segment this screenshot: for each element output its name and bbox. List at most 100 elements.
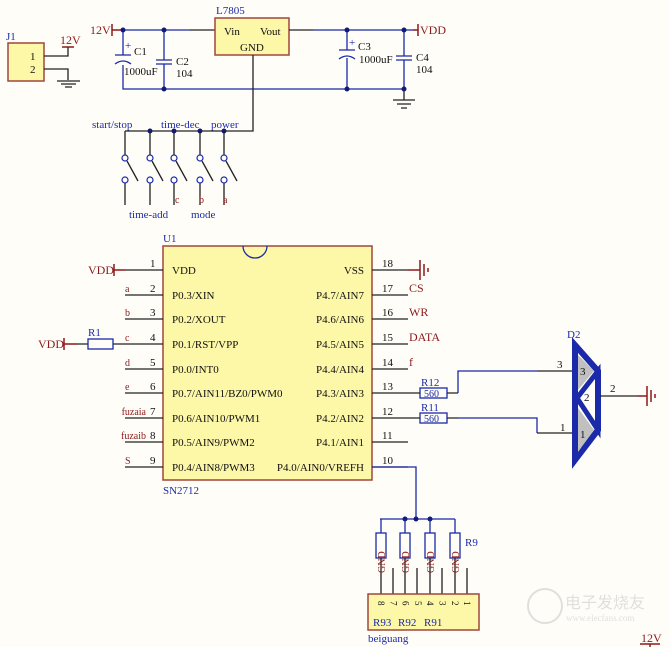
u1-net-label: CS — [409, 281, 424, 295]
label-r92: R92 — [398, 617, 416, 629]
svg-text:www.elecfans.com: www.elecfans.com — [566, 613, 634, 623]
c4-value: 104 — [416, 64, 433, 76]
power-supply: 12V L7805 Vin Vout GND VDD + C1 1000uF C… — [90, 5, 446, 109]
u1-ref: U1 — [163, 233, 176, 245]
ground-icon — [57, 80, 80, 88]
u1-pin-number: 6 — [150, 381, 156, 393]
label-start-stop: start/stop — [92, 119, 133, 131]
u1-pin-number: 13 — [382, 381, 394, 393]
connector-beiguang-ref: beiguang — [368, 633, 409, 645]
net-vdd-r1: VDD — [38, 337, 64, 351]
u1-pin-name: P4.3/AIN3 — [316, 388, 364, 400]
d2-pin-3: 3 — [557, 359, 563, 371]
gnd-label: GND — [377, 551, 388, 573]
u1-pin-name: VSS — [344, 265, 364, 277]
u1-pin-number: 18 — [382, 258, 394, 270]
label-time-add: time-add — [129, 209, 169, 221]
c2-ref: C2 — [176, 56, 189, 68]
u1-pin-number: 15 — [382, 332, 394, 344]
d2-segment-2: 2 — [584, 392, 590, 404]
u1-net-label: e — [125, 382, 130, 393]
u1-net-label: f — [409, 355, 413, 369]
d2-ref: D2 — [567, 329, 580, 341]
u1-pin-number: 16 — [382, 307, 394, 319]
j1-ref: J1 — [6, 31, 16, 43]
label-r93: R93 — [373, 617, 392, 629]
u1-pin-name: P0.7/AIN11/BZ0/PWM0 — [172, 388, 283, 400]
u1-pin-name: P4.5/AIN5 — [316, 339, 364, 351]
gnd-label: GND — [451, 551, 462, 573]
net-a: a — [223, 195, 228, 206]
u1-net-label: fuzaib — [121, 431, 146, 442]
u1-pin-number: 4 — [150, 332, 156, 344]
u1-net-label: c — [125, 333, 130, 344]
u1-pin-number: 11 — [382, 430, 393, 442]
push-switch — [146, 131, 164, 205]
led-d2-circuit: R12 560 R11 560 3 1 D2 3 2 1 2 — [408, 329, 656, 469]
connector-j1: J1 1 2 12V — [6, 31, 81, 88]
regulator-gnd: GND — [240, 42, 264, 54]
watermark-logo: 电子发烧友 www.elecfans.com — [527, 588, 645, 624]
u1-pin-name: P4.4/AIN4 — [316, 364, 364, 376]
regulator-l7805 — [214, 17, 290, 56]
c3-polarity: + — [349, 37, 355, 49]
d2-pin-1: 1 — [560, 422, 566, 434]
j1-pin-2: 2 — [30, 64, 36, 76]
u1-pin-name: P0.3/XIN — [172, 290, 215, 302]
push-switch — [196, 131, 214, 205]
switch-group: start/stop time-dec power time-add mode … — [92, 55, 254, 221]
u1-part: SN2712 — [163, 485, 199, 497]
r11-ref: R11 — [421, 402, 439, 414]
ground-icon — [393, 89, 415, 109]
u1-pin-number: 10 — [382, 455, 394, 467]
gnd-label: GND — [426, 551, 437, 573]
label-r91: R91 — [424, 617, 442, 629]
connector-pin-number: 4 — [425, 601, 435, 606]
gnd-label: GND — [401, 551, 412, 573]
net-c: c — [175, 195, 180, 206]
j1-net-12v: 12V — [60, 33, 81, 47]
c3-value: 1000uF — [359, 54, 393, 66]
u1-pin-name: VDD — [172, 265, 196, 277]
u1-pin-name: P4.2/AIN2 — [316, 413, 364, 425]
d2-segment-3: 3 — [580, 366, 586, 378]
label-mode: mode — [191, 209, 216, 221]
resistor: GND — [375, 519, 394, 594]
u1-net-label: WR — [409, 305, 428, 319]
r12-ref: R12 — [421, 377, 439, 389]
resistor: GND — [449, 519, 468, 594]
u1-pin-name: P0.0/INT0 — [172, 364, 219, 376]
u1-pin-name: P0.2/XOUT — [172, 314, 226, 326]
u1-pin-name: P4.6/AIN6 — [316, 314, 364, 326]
svg-text:电子发烧友: 电子发烧友 — [565, 594, 645, 612]
push-switch — [121, 131, 139, 205]
u1-pin-name: P0.4/AIN8/PWM3 — [172, 462, 255, 474]
resistor: GND — [399, 519, 418, 594]
u1-pin-number: 8 — [150, 430, 156, 442]
net-12v: 12V — [90, 23, 111, 37]
u1-pin-name: P4.7/AIN7 — [316, 290, 364, 302]
push-switch — [220, 131, 238, 205]
regulator-vin: Vin — [224, 26, 240, 38]
j1-pin-1: 1 — [30, 51, 36, 63]
u1-pin-name: P0.1/RST/VPP — [172, 339, 238, 351]
u1-net-label: a — [125, 284, 130, 295]
connector-pin-number: 8 — [376, 601, 386, 606]
u1-pin-name: P4.1/AIN1 — [316, 437, 364, 449]
u1-pin-number: 5 — [150, 357, 156, 369]
u1-net-label: DATA — [409, 330, 440, 344]
net-vdd: VDD — [420, 23, 446, 37]
regulator-ref: L7805 — [216, 5, 245, 17]
connector-pin-number: 1 — [462, 601, 472, 606]
u1-pin-number: 12 — [382, 406, 393, 418]
u1-pin-number: 9 — [150, 455, 156, 467]
push-switch — [170, 131, 188, 205]
net-b: b — [199, 195, 204, 206]
r1-ref: R1 — [88, 327, 101, 339]
u1-pin-name: P0.5/AIN9/PWM2 — [172, 437, 255, 449]
resistor: GND — [424, 519, 443, 594]
connector-pin-number: 6 — [401, 601, 411, 606]
